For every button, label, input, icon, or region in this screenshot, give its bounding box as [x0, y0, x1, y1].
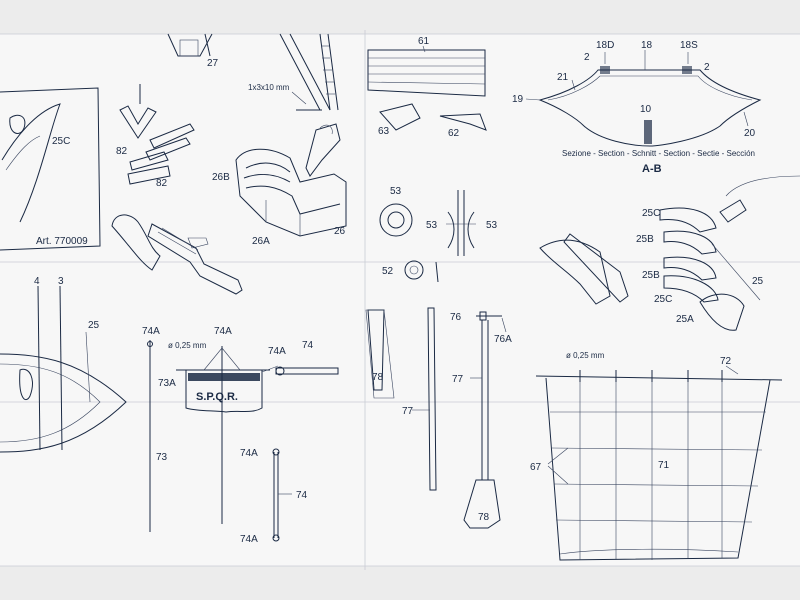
- label-2-right: 2: [704, 62, 710, 73]
- part-27-drawing: [167, 33, 213, 57]
- label-77-a: 77: [402, 406, 414, 417]
- banner-text: S.P.Q.R.: [196, 391, 238, 403]
- rod-74: [275, 366, 339, 376]
- ladder-drawing: [279, 33, 339, 111]
- label-18: 18: [641, 40, 653, 51]
- label-20: 20: [744, 128, 756, 139]
- paper: [0, 34, 800, 566]
- label-67: 67: [530, 462, 542, 473]
- article-number: Art. 770009: [36, 236, 88, 247]
- hull-section-ab: [525, 50, 762, 147]
- label-73a: 73A: [158, 378, 176, 389]
- label-27: 27: [207, 58, 219, 69]
- label-74a-4: 74A: [240, 448, 258, 459]
- label-3: 3: [58, 276, 64, 287]
- label-52: 52: [382, 266, 394, 277]
- part-61-panel: [367, 49, 486, 97]
- label-74: 74: [302, 340, 314, 351]
- label-26b: 26B: [212, 172, 230, 183]
- file-tool-drawing: [111, 214, 243, 295]
- part-63-drawing: [379, 103, 421, 131]
- diameter-note-2: ø 0,25 mm: [566, 351, 605, 360]
- top-margin: [0, 0, 800, 34]
- label-77-b: 77: [452, 374, 464, 385]
- part-26-stern-assembly: [235, 123, 347, 237]
- label-71: 71: [658, 460, 670, 471]
- label-4: 4: [34, 276, 40, 287]
- label-53-b: 53: [426, 220, 438, 231]
- rod-74-vertical: [272, 448, 292, 542]
- label-25c-r1: 25C: [642, 208, 660, 219]
- label-25a: 25A: [676, 314, 694, 325]
- dimension-note: 1x3x10 mm: [248, 83, 290, 92]
- label-82-a: 82: [116, 146, 128, 157]
- sail-71: [535, 365, 783, 561]
- label-53-c: 53: [486, 220, 498, 231]
- label-19: 19: [512, 94, 524, 105]
- label-25-left: 25: [88, 320, 100, 331]
- label-63: 63: [378, 126, 390, 137]
- diameter-note-1: ø 0,25 mm: [168, 341, 207, 350]
- label-26: 26: [334, 226, 346, 237]
- part-78-tiller: [365, 309, 395, 399]
- bottom-margin: [0, 566, 800, 600]
- part-62-drawing: [439, 113, 487, 131]
- label-18s: 18S: [680, 40, 698, 51]
- frame-drawing-25c: [0, 87, 101, 251]
- label-72: 72: [720, 356, 732, 367]
- label-73: 73: [156, 452, 168, 463]
- label-76: 76: [450, 312, 462, 323]
- section-caption: Sezione - Section - Schnitt - Section - …: [562, 149, 755, 158]
- label-74a-1: 74A: [142, 326, 160, 337]
- label-74a-2: 74A: [214, 326, 232, 337]
- label-74-b: 74: [296, 490, 308, 501]
- hull-bow-drawing: [0, 285, 127, 453]
- part-76-rudder: [463, 311, 507, 529]
- label-2-left: 2: [584, 52, 590, 63]
- label-82-b: 82: [156, 178, 168, 189]
- label-25b-r1: 25B: [636, 234, 654, 245]
- part-77-tiller-bar: [412, 307, 437, 491]
- label-76a: 76A: [494, 334, 512, 345]
- label-74a-3: 74A: [268, 346, 286, 357]
- label-78-a: 78: [372, 372, 384, 383]
- part-82-drawing: [119, 84, 195, 185]
- label-53-a: 53: [390, 186, 402, 197]
- label-25: 25: [752, 276, 764, 287]
- part-53-disc: [379, 203, 413, 237]
- standard-pole-74a: [147, 340, 153, 532]
- section-ab-label: A-B: [642, 163, 662, 175]
- leader-61: [422, 45, 426, 53]
- label-18d: 18D: [596, 40, 614, 51]
- label-25c-r2: 25C: [654, 294, 672, 305]
- part-53-side: [446, 190, 476, 256]
- label-74a-5: 74A: [240, 534, 258, 545]
- label-10: 10: [640, 104, 652, 115]
- label-25c: 25C: [52, 136, 70, 147]
- label-25b-r2: 25B: [642, 270, 660, 281]
- label-21: 21: [557, 72, 569, 83]
- label-61: 61: [418, 36, 430, 47]
- label-26a: 26A: [252, 236, 270, 247]
- part-52-ring: [404, 260, 439, 283]
- standard-banner-73: [176, 346, 279, 524]
- stern-figure-25: [539, 175, 800, 331]
- label-78-b: 78: [478, 512, 490, 523]
- dimension-leader: [291, 91, 307, 105]
- label-62: 62: [448, 128, 460, 139]
